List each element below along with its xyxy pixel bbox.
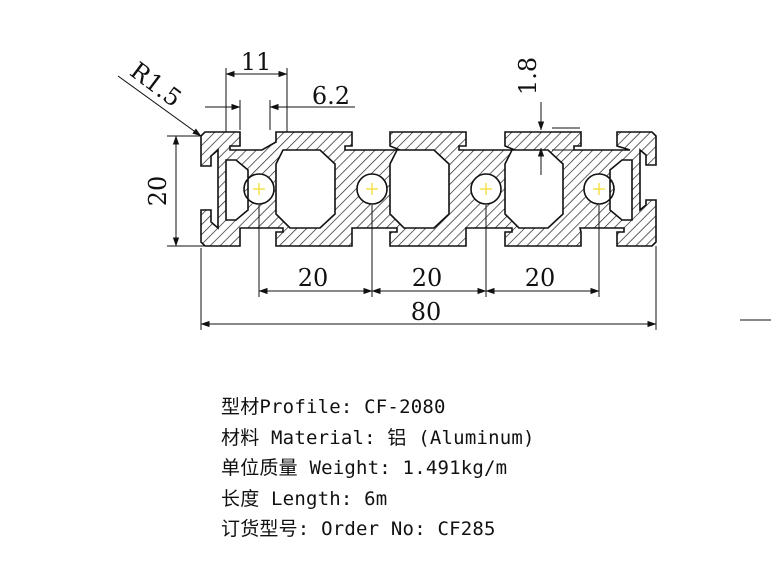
- dim-total-width: 80: [411, 298, 442, 326]
- dim-wall: 1.8: [514, 57, 542, 95]
- spec-list: 型材Profile: CF-2080 材料 Material: 铝 (Alumi…: [221, 392, 535, 545]
- spec-length: 长度 Length: 6m: [221, 487, 388, 510]
- dim-slot-outer: 11: [241, 48, 272, 76]
- dim-slot-inner: 6.2: [312, 82, 350, 110]
- spec-weight: 单位质量 Weight: 1.491kg/m: [221, 457, 508, 480]
- spec-material: 材料 Material: 铝 (Aluminum): [221, 426, 535, 449]
- dim-radius: R1.5: [125, 57, 187, 113]
- dim-pitch-1: 20: [298, 264, 329, 292]
- spec-profile: 型材Profile: CF-2080: [221, 396, 446, 418]
- profile-drawing: 11 6.2 1.8 R1.5 20 20 20 20 80: [117, 48, 771, 330]
- dim-pitch-3: 20: [525, 264, 556, 292]
- dim-pitch-2: 20: [412, 264, 443, 292]
- center-marks: [253, 183, 605, 195]
- spec-order-no: 订货型号: Order No: CF285: [221, 518, 496, 541]
- radius-leader: [117, 75, 202, 137]
- profile-section: [200, 131, 657, 247]
- dim-height: 20: [144, 176, 172, 207]
